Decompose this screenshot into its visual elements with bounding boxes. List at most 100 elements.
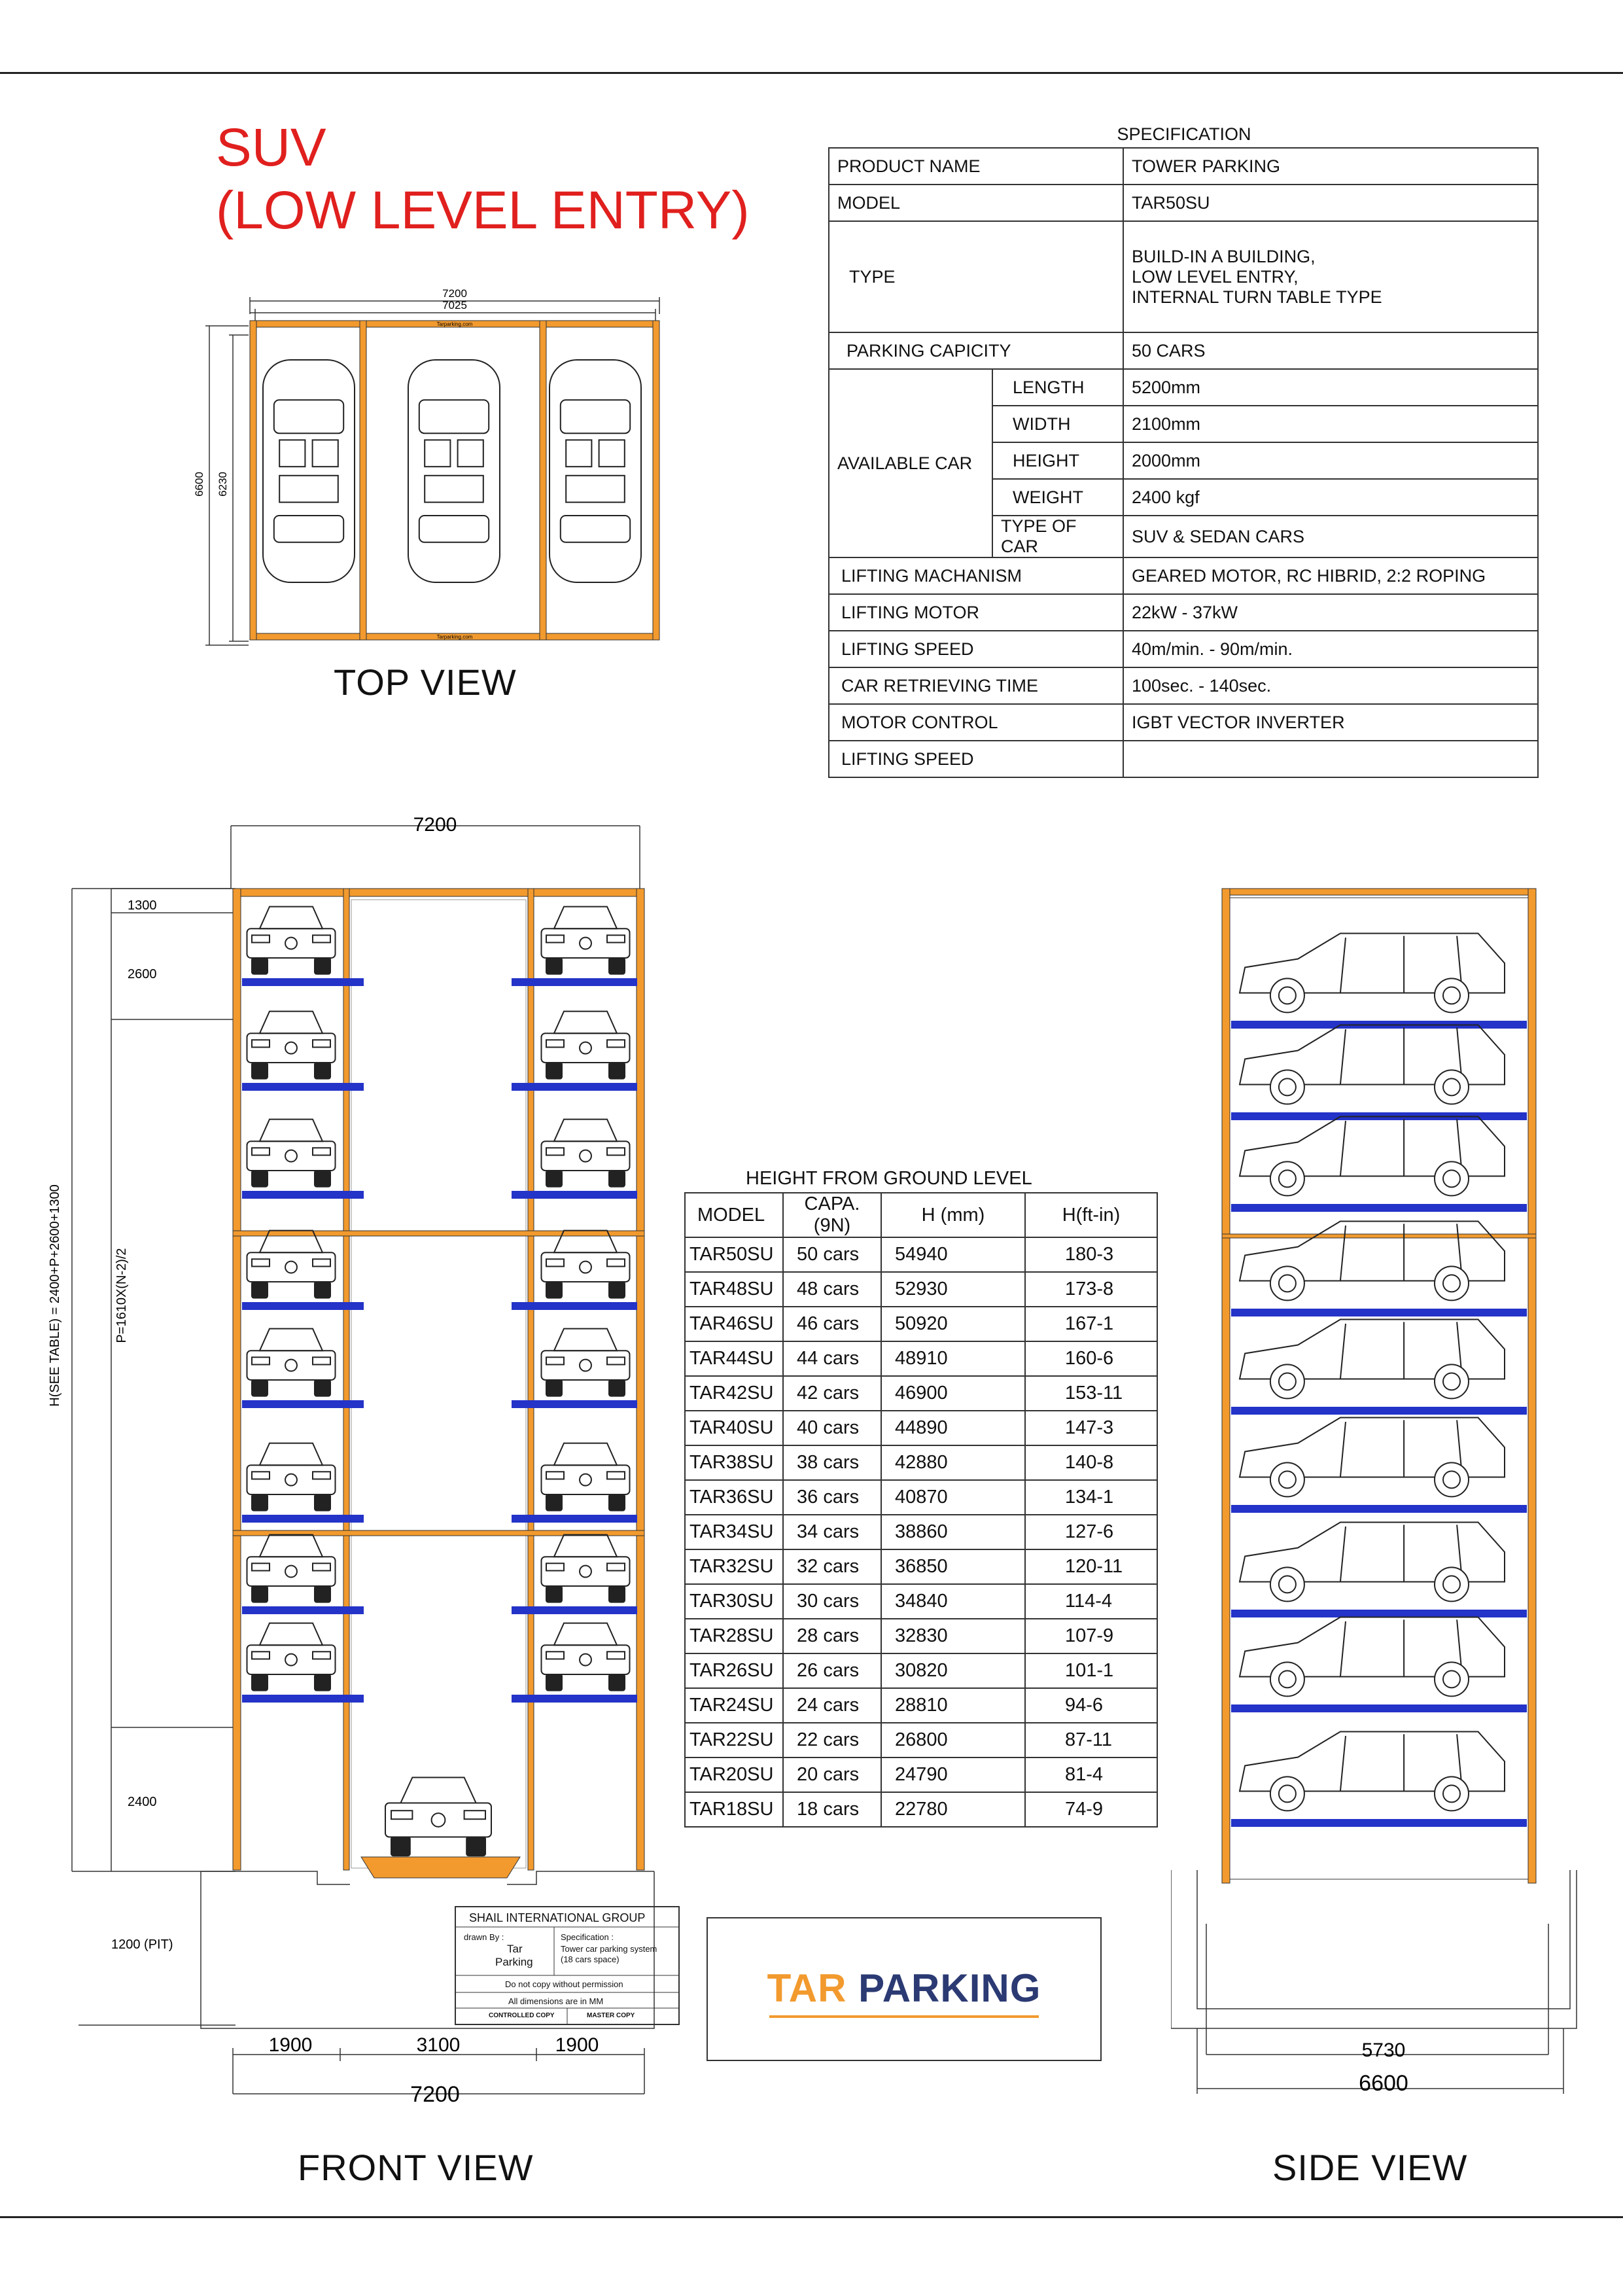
height-table-cell: 74-9 bbox=[1024, 1792, 1158, 1828]
height-table-cell: 42 cars bbox=[782, 1375, 882, 1411]
car-top-icon bbox=[549, 359, 642, 583]
height-table-cell: 173-8 bbox=[1024, 1271, 1158, 1307]
pallet-right bbox=[512, 1515, 637, 1523]
spec-value: 2400 kgf bbox=[1123, 478, 1539, 516]
side-dim-outer: 6600 bbox=[1359, 2071, 1408, 2096]
spec-value: 2000mm bbox=[1123, 442, 1539, 480]
pallet-side bbox=[1231, 1704, 1527, 1712]
height-table-cell: 114-4 bbox=[1024, 1583, 1158, 1619]
drawing-border bbox=[0, 72, 1623, 2218]
side-view-drawing: 5730 6600 bbox=[1171, 888, 1577, 2096]
spec-label: LIFTING MOTOR bbox=[828, 593, 1124, 631]
title-block: SHAIL INTERNATIONAL GROUP drawn By : Tar… bbox=[455, 1906, 680, 2025]
spec-caption: SPECIFICATION bbox=[1117, 124, 1251, 144]
tb-spec-text-2: (18 cars space) bbox=[561, 1954, 620, 1964]
top-brand-1: Tarparking.com bbox=[437, 321, 473, 327]
top-view-label: TOP VIEW bbox=[334, 662, 517, 703]
car-front-icon bbox=[385, 1776, 492, 1857]
height-table-cell: TAR18SU bbox=[684, 1792, 784, 1828]
height-table-cell: 87-11 bbox=[1024, 1722, 1158, 1758]
height-table-cell: TAR38SU bbox=[684, 1445, 784, 1481]
height-table-cell: 18 cars bbox=[782, 1792, 882, 1828]
logo-box: TAR PARKING bbox=[707, 1917, 1102, 2061]
drawing-title: SUV (LOW LEVEL ENTRY) bbox=[216, 116, 750, 242]
height-table-cell: TAR50SU bbox=[684, 1237, 784, 1273]
spec-label: LIFTING MACHANISM bbox=[828, 557, 1124, 595]
car-side-icon bbox=[1238, 1220, 1505, 1301]
height-table-cell: 36850 bbox=[881, 1549, 1026, 1585]
height-table-cell: TAR32SU bbox=[684, 1549, 784, 1585]
car-side-icon bbox=[1238, 1417, 1505, 1498]
pallet-right bbox=[512, 1191, 637, 1199]
front-view-label: FRONT VIEW bbox=[298, 2147, 534, 2188]
type-line-1: BUILD-IN A BUILDING, bbox=[1132, 246, 1316, 266]
pallet-right bbox=[512, 1606, 637, 1614]
spec-value: 40m/min. - 90m/min. bbox=[1123, 630, 1539, 668]
pallet-left bbox=[242, 978, 364, 986]
spec-value bbox=[1123, 740, 1539, 778]
height-table-cell: 40870 bbox=[881, 1479, 1026, 1515]
front-dim-2600: 2600 bbox=[128, 967, 157, 981]
side-dim-inner: 5730 bbox=[1362, 2040, 1406, 2061]
car-front-icon bbox=[246, 1328, 336, 1397]
pallet-right bbox=[512, 1302, 637, 1310]
car-front-icon bbox=[540, 1118, 631, 1188]
top-dim-inner-w: 7025 bbox=[442, 299, 467, 311]
tb-master: MASTER COPY bbox=[587, 2012, 635, 2019]
spec-label: PRODUCT NAME bbox=[828, 147, 1124, 185]
turntable bbox=[360, 1856, 521, 1879]
spec-value: 22kW - 37kW bbox=[1123, 593, 1539, 631]
height-table-cell: 34 cars bbox=[782, 1514, 882, 1550]
height-table-cell: TAR34SU bbox=[684, 1514, 784, 1550]
logo-word-2: PARKING bbox=[858, 1966, 1041, 2010]
front-dim-1900b: 1900 bbox=[555, 2034, 599, 2056]
spec-value: SUV & SEDAN CARS bbox=[1123, 515, 1539, 558]
height-table-cell: 28810 bbox=[881, 1687, 1026, 1723]
height-table-cell: TAR36SU bbox=[684, 1479, 784, 1515]
tb-spec-text-1: Tower car parking system bbox=[561, 1944, 657, 1954]
spec-sublabel: LENGTH bbox=[992, 368, 1124, 406]
car-front-icon bbox=[246, 906, 336, 975]
spec-label: MOTOR CONTROL bbox=[828, 703, 1124, 741]
car-side-icon bbox=[1238, 932, 1505, 1014]
pallet-left bbox=[242, 1400, 364, 1408]
pallet-left bbox=[242, 1515, 364, 1523]
height-table-cell: 40 cars bbox=[782, 1410, 882, 1446]
tar-parking-logo: TAR PARKING bbox=[708, 1966, 1100, 2011]
pallet-side bbox=[1231, 1407, 1527, 1415]
pallet-right bbox=[512, 1400, 637, 1408]
front-dim-1900a: 1900 bbox=[269, 2034, 313, 2056]
front-dim-vert-h: H(SEE TABLE) = 2400+P+2600+1300 bbox=[48, 1184, 62, 1407]
tb-controlled: CONTROLLED COPY bbox=[489, 2012, 555, 2019]
height-table-cell: 36 cars bbox=[782, 1479, 882, 1515]
tb-copy: Do not copy without permission bbox=[505, 1979, 623, 1989]
car-top-icon bbox=[262, 359, 355, 583]
spec-value: GEARED MOTOR, RC HIBRID, 2:2 ROPING bbox=[1123, 557, 1539, 595]
front-dim-2400: 2400 bbox=[128, 1795, 157, 1809]
height-table-caption: HEIGHT FROM GROUND LEVEL bbox=[746, 1168, 1032, 1189]
spec-row: LIFTING SPEED bbox=[828, 740, 1539, 778]
height-table-cell: 50 cars bbox=[782, 1237, 882, 1273]
car-front-icon bbox=[540, 1622, 631, 1691]
pallet-side bbox=[1231, 1610, 1527, 1617]
car-front-icon bbox=[540, 1328, 631, 1397]
top-view-drawing: 7200 7025 6600 6230 Tarparking.com Tarpa… bbox=[193, 287, 660, 646]
height-table-cell: 101-1 bbox=[1024, 1653, 1158, 1689]
pallet-left bbox=[242, 1695, 364, 1703]
front-view-drawing: 7200 1300 2600 2400 1200 (PIT) H(SEE TAB… bbox=[48, 814, 655, 2107]
car-front-icon bbox=[246, 1229, 336, 1299]
height-table-cell: 20 cars bbox=[782, 1757, 882, 1793]
side-view-label: SIDE VIEW bbox=[1272, 2147, 1468, 2188]
height-table-cell: 140-8 bbox=[1024, 1445, 1158, 1481]
